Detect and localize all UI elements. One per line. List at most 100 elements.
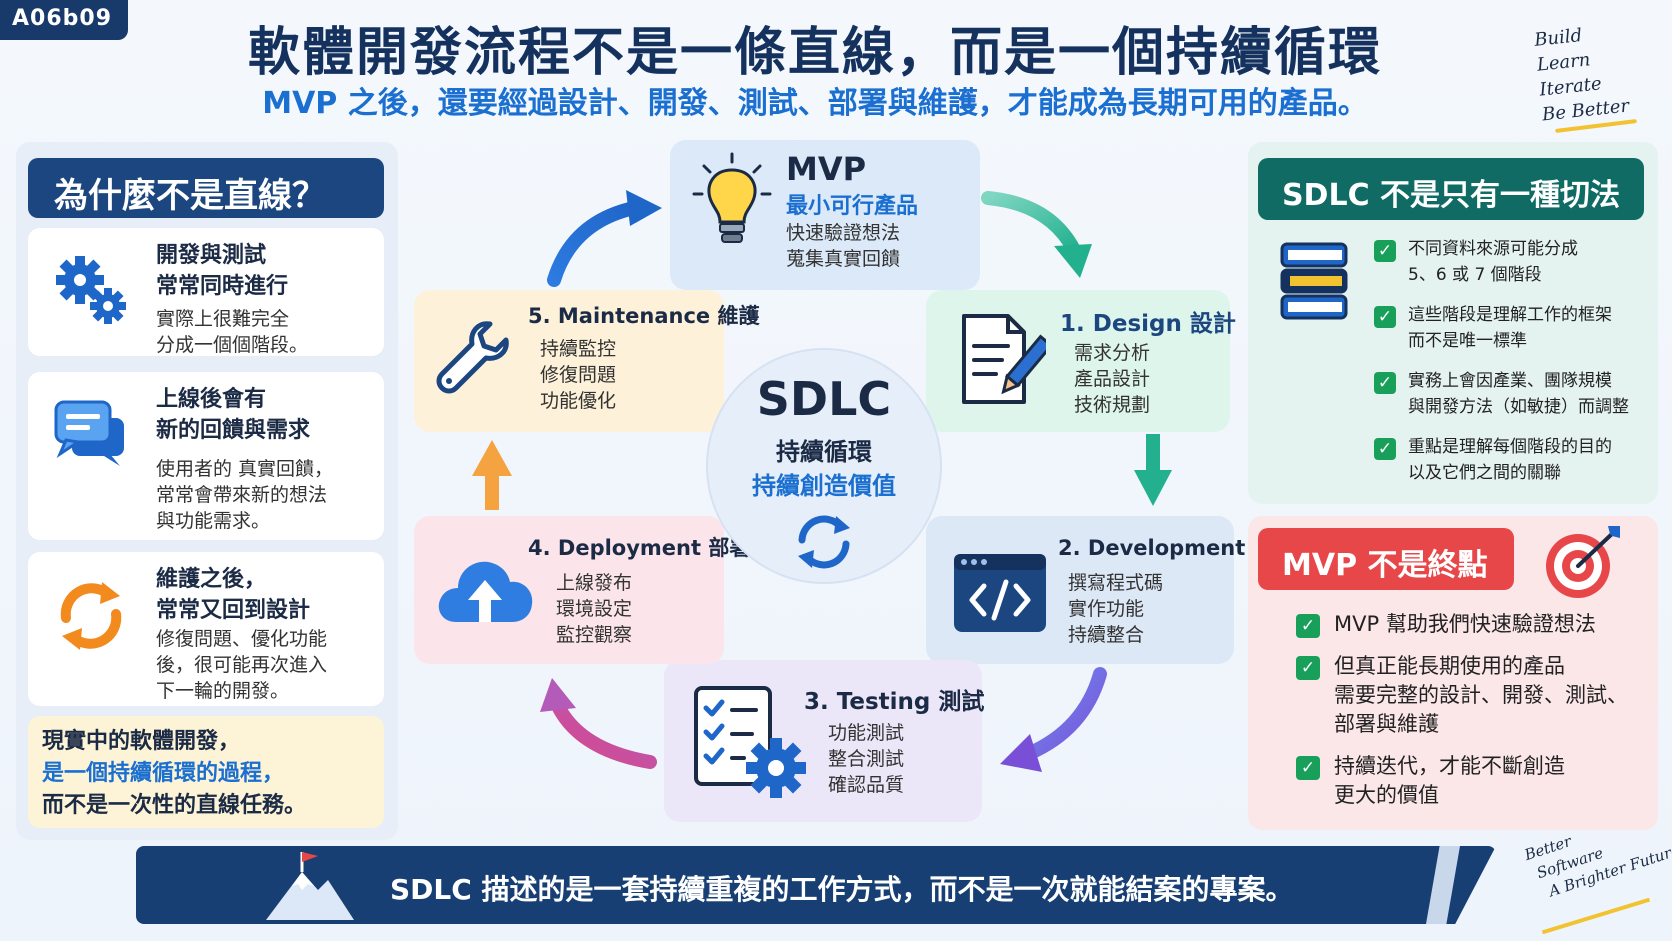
title-line: 維護之後， xyxy=(156,567,267,592)
stage-title: 1. Design 設計 xyxy=(1060,311,1236,337)
framework-item: 重點是理解每個階段的目的 以及它們之間的關聯 xyxy=(1408,434,1672,486)
reason-card: 上線後會有 新的回饋與需求 使用者的 真實回饋， 常常會帶來新的想法 與功能需求… xyxy=(28,372,384,540)
stage-line: 修復問題 xyxy=(540,364,617,386)
stage-testing: 3. Testing 測試 功能測試 整合測試 確認品質 xyxy=(664,660,985,822)
item-line: 持續迭代，才能不斷創造 xyxy=(1334,754,1565,778)
cycle-icon xyxy=(798,515,850,569)
arrow-maintenance-to-mvp xyxy=(547,190,662,287)
item-line: 5、6 或 7 個階段 xyxy=(1408,265,1542,285)
reason-card-title: 開發與測試 常常同時進行 xyxy=(156,240,288,302)
item-line: 更大的價值 xyxy=(1334,783,1439,807)
stage-design: 1. Design 設計 需求分析 產品設計 技術規劃 xyxy=(926,290,1236,432)
page-title: 軟體開發流程不是一條直線，而是一個持續循環 xyxy=(247,23,1382,83)
stage-line: 監控觀察 xyxy=(556,624,633,646)
left-panel-heading: 為什麼不是直線？ xyxy=(28,158,384,218)
stage-line: 持續監控 xyxy=(540,338,617,360)
check-icon: ✓ xyxy=(1296,656,1320,680)
framework-item: 實務上會因產業、團隊規模 與開發方法（如敏捷）而調整 xyxy=(1408,368,1672,420)
framework-item: 不同資料來源可能分成 5、6 或 7 個階段 xyxy=(1408,236,1672,288)
check-icon: ✓ xyxy=(1374,306,1396,328)
target-icon xyxy=(1546,526,1620,598)
item-line: 不同資料來源可能分成 xyxy=(1408,239,1578,259)
reason-card-body: 實際上很難完全 分成一個個階段。 xyxy=(156,306,308,358)
stage-subtitle: 最小可行產品 xyxy=(786,194,919,219)
framework-item: 這些階段是理解工作的框架 而不是唯一標準 xyxy=(1408,302,1672,354)
stage-maintenance: 5. Maintenance 維護 持續監控 修復問題 功能優化 xyxy=(414,290,759,432)
note-line: 現實中的軟體開發， xyxy=(42,729,241,754)
note-line: 而不是一次性的直線任務。 xyxy=(42,793,307,818)
stage-lines: 上線發布 環境設定 監控觀察 xyxy=(556,570,632,648)
stage-title: MVP xyxy=(786,150,867,188)
body-line: 常常會帶來新的想法 xyxy=(156,484,328,506)
stage-deployment: 4. Deployment 部署 上線發布 環境設定 監控觀察 xyxy=(414,516,750,664)
document-pen-icon xyxy=(962,314,1046,404)
stage-lines: 撰寫程式碼 實作功能 持續整合 xyxy=(1068,570,1163,648)
reason-card-body: 使用者的 真實回饋， 常常會帶來新的想法 與功能需求。 xyxy=(156,456,333,534)
checklist-gear-icon xyxy=(694,686,806,798)
arrow-design-to-development xyxy=(1134,434,1172,506)
reason-card: 開發與測試 常常同時進行 實際上很難完全 分成一個個階段。 xyxy=(28,228,384,356)
refresh-icon xyxy=(60,582,122,650)
title-line: 常常同時進行 xyxy=(156,274,289,299)
mvp-item: 持續迭代，才能不斷創造 更大的價值 xyxy=(1334,752,1644,810)
wrench-icon xyxy=(436,321,509,394)
chat-bubbles-icon xyxy=(54,400,124,466)
item-line: 實務上會因產業、團隊規模 xyxy=(1408,371,1612,391)
gears-icon xyxy=(56,256,126,324)
page-subtitle: MVP 之後，還要經過設計、開發、測試、部署與維護，才能成為長期可用的產品。 xyxy=(262,86,1368,121)
reason-card-body: 修復問題、優化功能 後，很可能再次進入 下一輪的開發。 xyxy=(156,626,327,704)
mountain-flag-icon xyxy=(266,852,354,920)
stage-title: 4. Deployment 部署 xyxy=(528,536,751,560)
stage-line: 快速驗證想法 xyxy=(786,222,901,244)
figure-tag: A06b09 xyxy=(0,0,128,40)
stage-lines: 快速驗證想法 蒐集真實回饋 xyxy=(786,220,900,272)
footer-banner xyxy=(136,846,1496,924)
stage-lines: 功能測試 整合測試 確認品質 xyxy=(828,720,904,798)
stage-development: 2. Development 開發 撰寫程式碼 實作功能 持續整合 xyxy=(926,516,1295,664)
stage-lines: 需求分析 產品設計 技術規劃 xyxy=(1074,340,1150,418)
title-line: 新的回饋與需求 xyxy=(156,418,311,443)
arrow-testing-to-deployment xyxy=(540,678,657,769)
footer-text: SDLC 描述的是一套持續重複的工作方式，而不是一次就能結案的專案。 xyxy=(390,873,1294,906)
check-icon: ✓ xyxy=(1296,614,1320,638)
stage-title: 3. Testing 測試 xyxy=(804,689,985,715)
stage-line: 蒐集真實回饋 xyxy=(786,248,901,270)
stage-line: 實作功能 xyxy=(1068,598,1145,620)
item-line: 重點是理解每個階段的目的 xyxy=(1408,437,1612,457)
body-line: 使用者的 真實回饋， xyxy=(156,458,334,480)
body-line: 分成一個個階段。 xyxy=(156,334,309,356)
item-line: 部署與維護 xyxy=(1334,712,1439,736)
item-line: MVP 幫助我們快速驗證想法 xyxy=(1334,612,1596,636)
center-hub xyxy=(706,348,942,584)
stage-line: 撰寫程式碼 xyxy=(1068,572,1164,594)
stage-line: 功能優化 xyxy=(540,390,617,412)
stage-line: 功能測試 xyxy=(828,722,905,744)
cloud-upload-icon xyxy=(438,561,533,622)
stage-line: 整合測試 xyxy=(828,748,905,770)
body-line: 與功能需求。 xyxy=(156,510,271,532)
item-line: 以及它們之間的關聯 xyxy=(1408,463,1561,483)
code-window-icon xyxy=(954,554,1046,632)
stage-mvp: MVP 最小可行產品 快速驗證想法 蒐集真實回饋 xyxy=(670,140,980,290)
left-panel-note: 現實中的軟體開發， 是一個持續循環的過程， 而不是一次性的直線任務。 xyxy=(28,716,384,828)
body-line: 實際上很難完全 xyxy=(156,308,290,330)
mvp-item: 但真正能長期使用的產品 需要完整的設計、開發、測試、 部署與維護 xyxy=(1334,652,1644,739)
stage-line: 持續整合 xyxy=(1068,624,1145,646)
stage-line: 環境設定 xyxy=(556,598,633,620)
arrow-deployment-to-maintenance xyxy=(472,440,512,510)
stage-line: 需求分析 xyxy=(1074,342,1151,364)
lightbulb-icon xyxy=(692,152,772,243)
stage-line: 技術規劃 xyxy=(1074,394,1151,416)
item-line: 需要完整的設計、開發、測試、 xyxy=(1334,683,1628,707)
note-line-highlight: 是一個持續循環的過程， xyxy=(42,761,285,786)
center-line: 持續循環 xyxy=(776,438,872,466)
item-line: 這些階段是理解工作的框架 xyxy=(1408,305,1612,325)
item-line: 而不是唯一標準 xyxy=(1408,331,1527,351)
stage-line: 上線發布 xyxy=(556,572,633,594)
mvp-item: MVP 幫助我們快速驗證想法 xyxy=(1334,610,1644,639)
center-line-highlight: 持續創造價值 xyxy=(752,472,896,500)
books-icon xyxy=(1280,242,1348,320)
stage-line: 確認品質 xyxy=(828,774,905,796)
title-line: 開發與測試 xyxy=(156,243,267,268)
check-icon: ✓ xyxy=(1374,438,1396,460)
